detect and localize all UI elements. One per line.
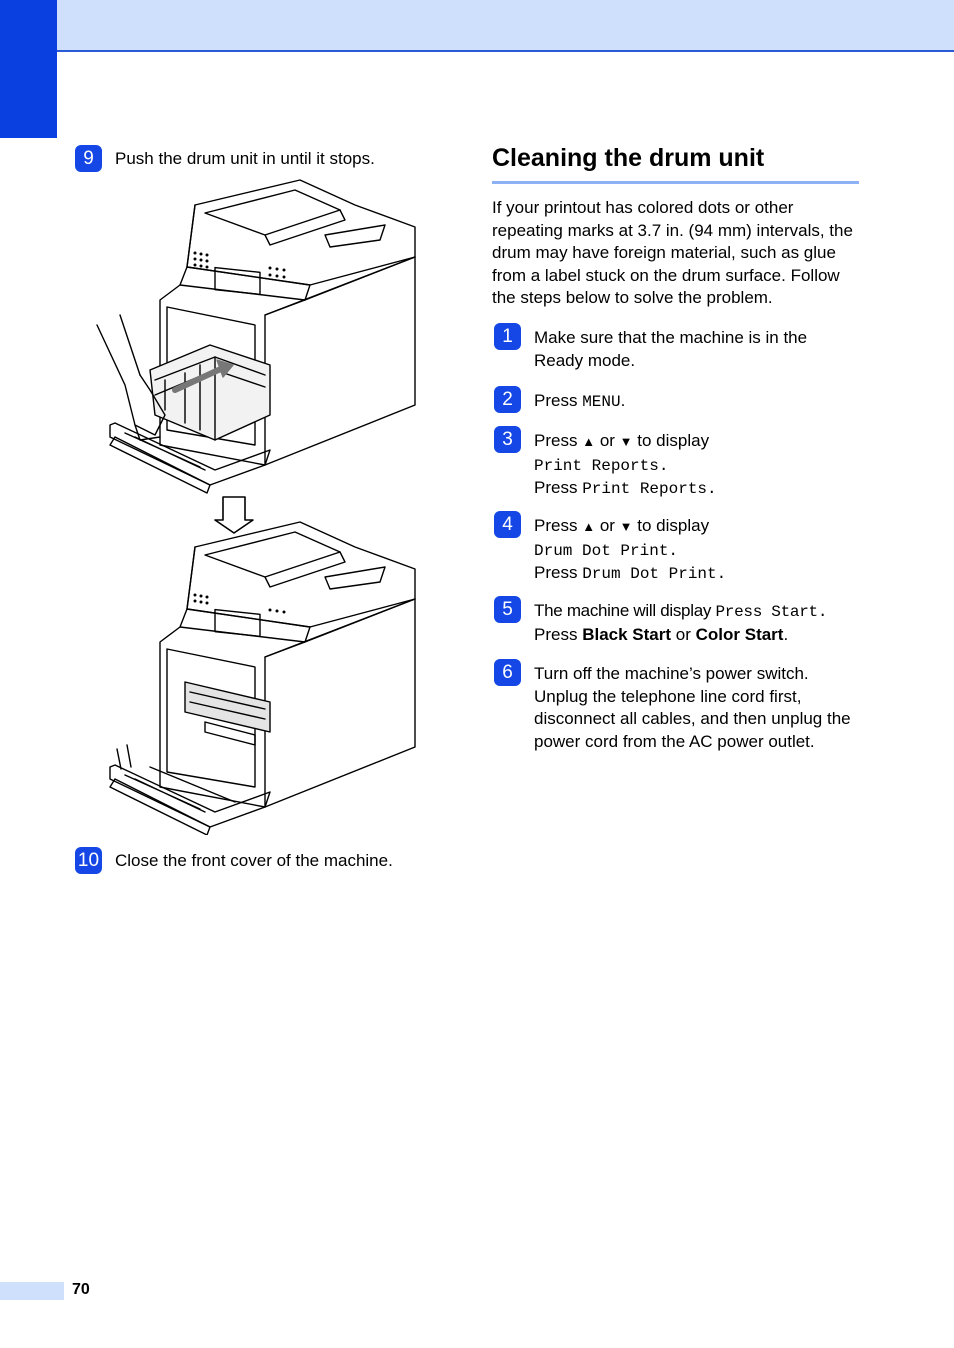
printer-illustration bbox=[96, 179, 416, 835]
step-2-text: Press MENU. bbox=[534, 391, 626, 411]
step-badge-5: 5 bbox=[494, 596, 521, 623]
printer-drum-insert-illustration bbox=[96, 179, 416, 494]
printer-drum-installed-illustration bbox=[109, 521, 416, 835]
step-4-text: Press ▲ or ▼ to display Drum Dot Print. … bbox=[534, 516, 727, 583]
step-badge-10: 10 bbox=[75, 847, 102, 874]
step-badge-1: 1 bbox=[494, 323, 521, 350]
step-badge-9: 9 bbox=[75, 145, 102, 172]
down-arrow-icon: ▼ bbox=[619, 519, 633, 534]
step-badge-3: 3 bbox=[494, 426, 521, 453]
step-9-text: Push the drum unit in until it stops. bbox=[115, 149, 375, 168]
up-arrow-icon: ▲ bbox=[582, 434, 596, 449]
title-rule bbox=[492, 181, 859, 184]
intro-paragraph: If your printout has colored dots or oth… bbox=[492, 198, 853, 307]
step-badge-2: 2 bbox=[494, 386, 521, 413]
step-badge-6: 6 bbox=[494, 659, 521, 686]
step-6-text: Turn off the machine’s power switch. Unp… bbox=[534, 664, 851, 751]
down-arrow-icon bbox=[214, 496, 254, 534]
step-badge-4: 4 bbox=[494, 511, 521, 538]
down-arrow-icon: ▼ bbox=[619, 434, 633, 449]
menu-code: MENU bbox=[582, 393, 621, 411]
section-title: Cleaning the drum unit bbox=[492, 144, 765, 172]
step-1-text: Make sure that the machine is in the Rea… bbox=[534, 328, 808, 370]
chapter-tab bbox=[0, 0, 57, 138]
step-3-text: Press ▲ or ▼ to display Print Reports. P… bbox=[534, 431, 717, 498]
up-arrow-icon: ▲ bbox=[582, 519, 596, 534]
step-5-text: The machine will display Press Start. Pr… bbox=[534, 601, 828, 644]
step-10-text: Close the front cover of the machine. bbox=[115, 851, 393, 870]
page-number: 70 bbox=[72, 1281, 90, 1298]
header-band bbox=[0, 0, 954, 52]
footer-band bbox=[0, 1282, 64, 1300]
